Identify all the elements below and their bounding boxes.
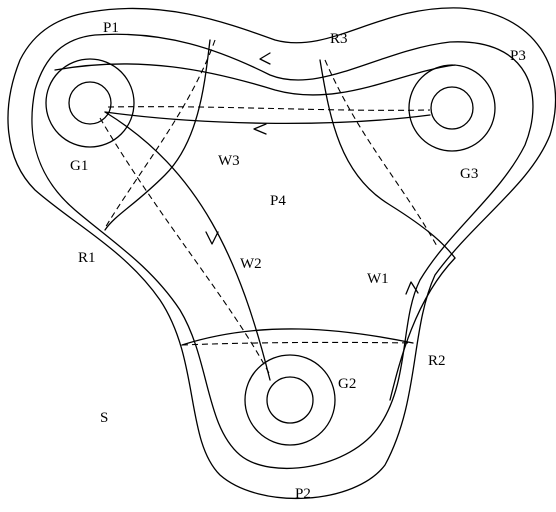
dashed-r1: [104, 39, 216, 229]
g2-outer-circle: [244, 354, 336, 446]
label-r2: R2: [428, 353, 446, 369]
arrow-w3: [253, 123, 267, 135]
label-g1: G1: [70, 158, 88, 174]
label-w1: W1: [367, 271, 389, 287]
label-p4: P4: [270, 193, 286, 209]
label-p2: P2: [295, 486, 311, 502]
inner-boundary: [31, 33, 534, 470]
arrow-top: [259, 52, 271, 65]
band-top: [54, 63, 456, 96]
g1-outer-circle: [45, 58, 135, 148]
g1-inner-circle: [68, 81, 112, 125]
label-p1: P1: [103, 20, 119, 36]
label-s: S: [100, 410, 108, 426]
label-g2: G2: [338, 376, 356, 392]
label-p3: P3: [510, 48, 526, 64]
w2-curve: [104, 111, 271, 381]
dashed-w3: [107, 106, 431, 111]
label-w3: W3: [218, 153, 240, 169]
dashed-r2: [181, 341, 414, 346]
label-r3: R3: [330, 31, 348, 47]
label-r1: R1: [78, 250, 96, 266]
w3-curve: [104, 111, 431, 125]
g3-outer-circle: [408, 64, 496, 152]
w1-curve: [389, 257, 456, 401]
band-bottom: [181, 328, 414, 346]
g3-inner-circle: [430, 86, 474, 130]
label-w2: W2: [240, 256, 262, 272]
g2-inner-circle: [266, 376, 314, 424]
band-right: [319, 59, 456, 259]
outer-boundary: [7, 7, 556, 500]
arrow-w2: [205, 231, 219, 245]
dashed-r3: [324, 59, 439, 249]
band-left: [104, 39, 211, 231]
arrow-w1: [405, 281, 419, 295]
dashed-w2: [99, 117, 271, 376]
label-g3: G3: [460, 166, 478, 182]
